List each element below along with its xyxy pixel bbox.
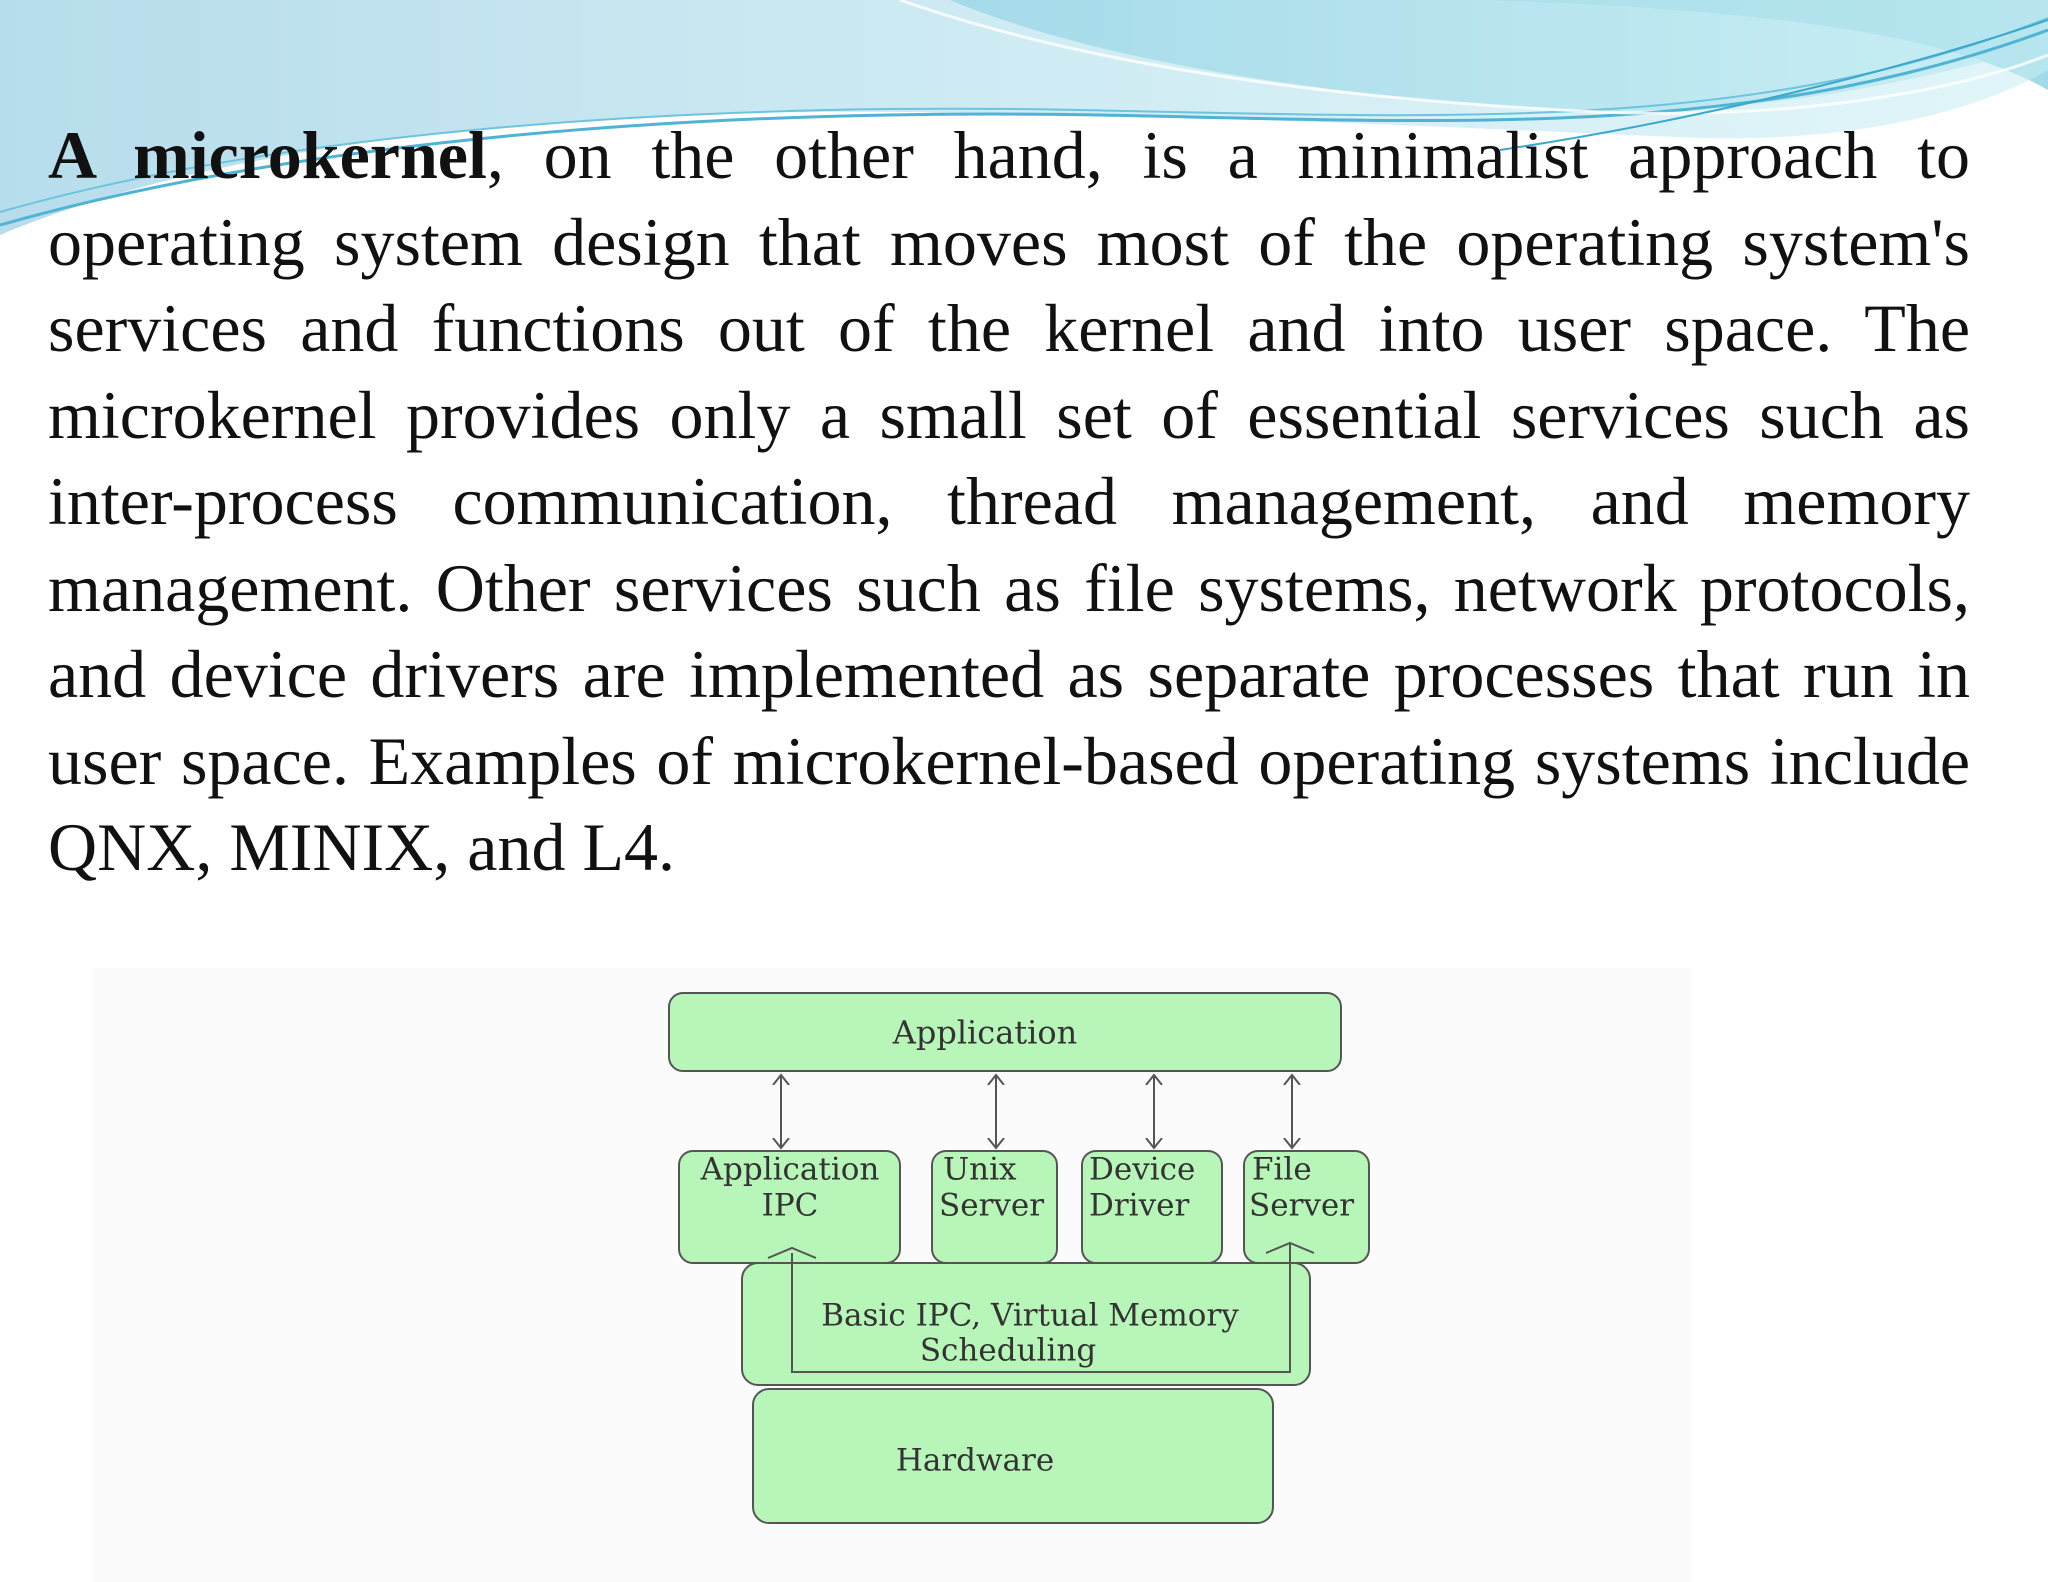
service-label-line2: IPC xyxy=(762,1188,819,1224)
service-label-line1: Unix xyxy=(943,1152,1017,1188)
service-label-line1: Application xyxy=(700,1152,880,1188)
kernel-label-line2: Scheduling xyxy=(920,1333,1096,1369)
service-box-file-server xyxy=(1243,1150,1370,1264)
service-box-unix-server xyxy=(931,1150,1058,1264)
service-box-application-ipc xyxy=(678,1150,901,1264)
service-label-line2: Driver xyxy=(1089,1188,1189,1224)
wave-header-decoration xyxy=(0,0,2048,235)
ipc-route-arrowhead-left xyxy=(767,1246,817,1259)
ipc-route-arrowhead-right xyxy=(1265,1241,1315,1254)
hardware-label: Hardware xyxy=(896,1443,1054,1479)
service-label-line1: File xyxy=(1252,1152,1312,1188)
term-microkernel: A microkernel xyxy=(48,117,487,193)
kernel-label-line1: Basic IPC, Virtual Memory xyxy=(821,1298,1239,1334)
service-label-line1: Device xyxy=(1089,1152,1195,1188)
application-label: Application xyxy=(892,1014,1078,1052)
service-label-line2: Server xyxy=(1249,1188,1354,1224)
body-paragraph: A microkernel, on the other hand, is a m… xyxy=(48,112,1970,891)
ipc-route-line xyxy=(791,1243,1291,1373)
hardware-box xyxy=(752,1388,1274,1524)
paragraph-body: , on the other hand, is a minimalist app… xyxy=(48,117,1970,885)
service-box-device-driver xyxy=(1081,1150,1223,1264)
application-box xyxy=(668,992,1342,1072)
service-label-line2: Server xyxy=(939,1188,1044,1224)
